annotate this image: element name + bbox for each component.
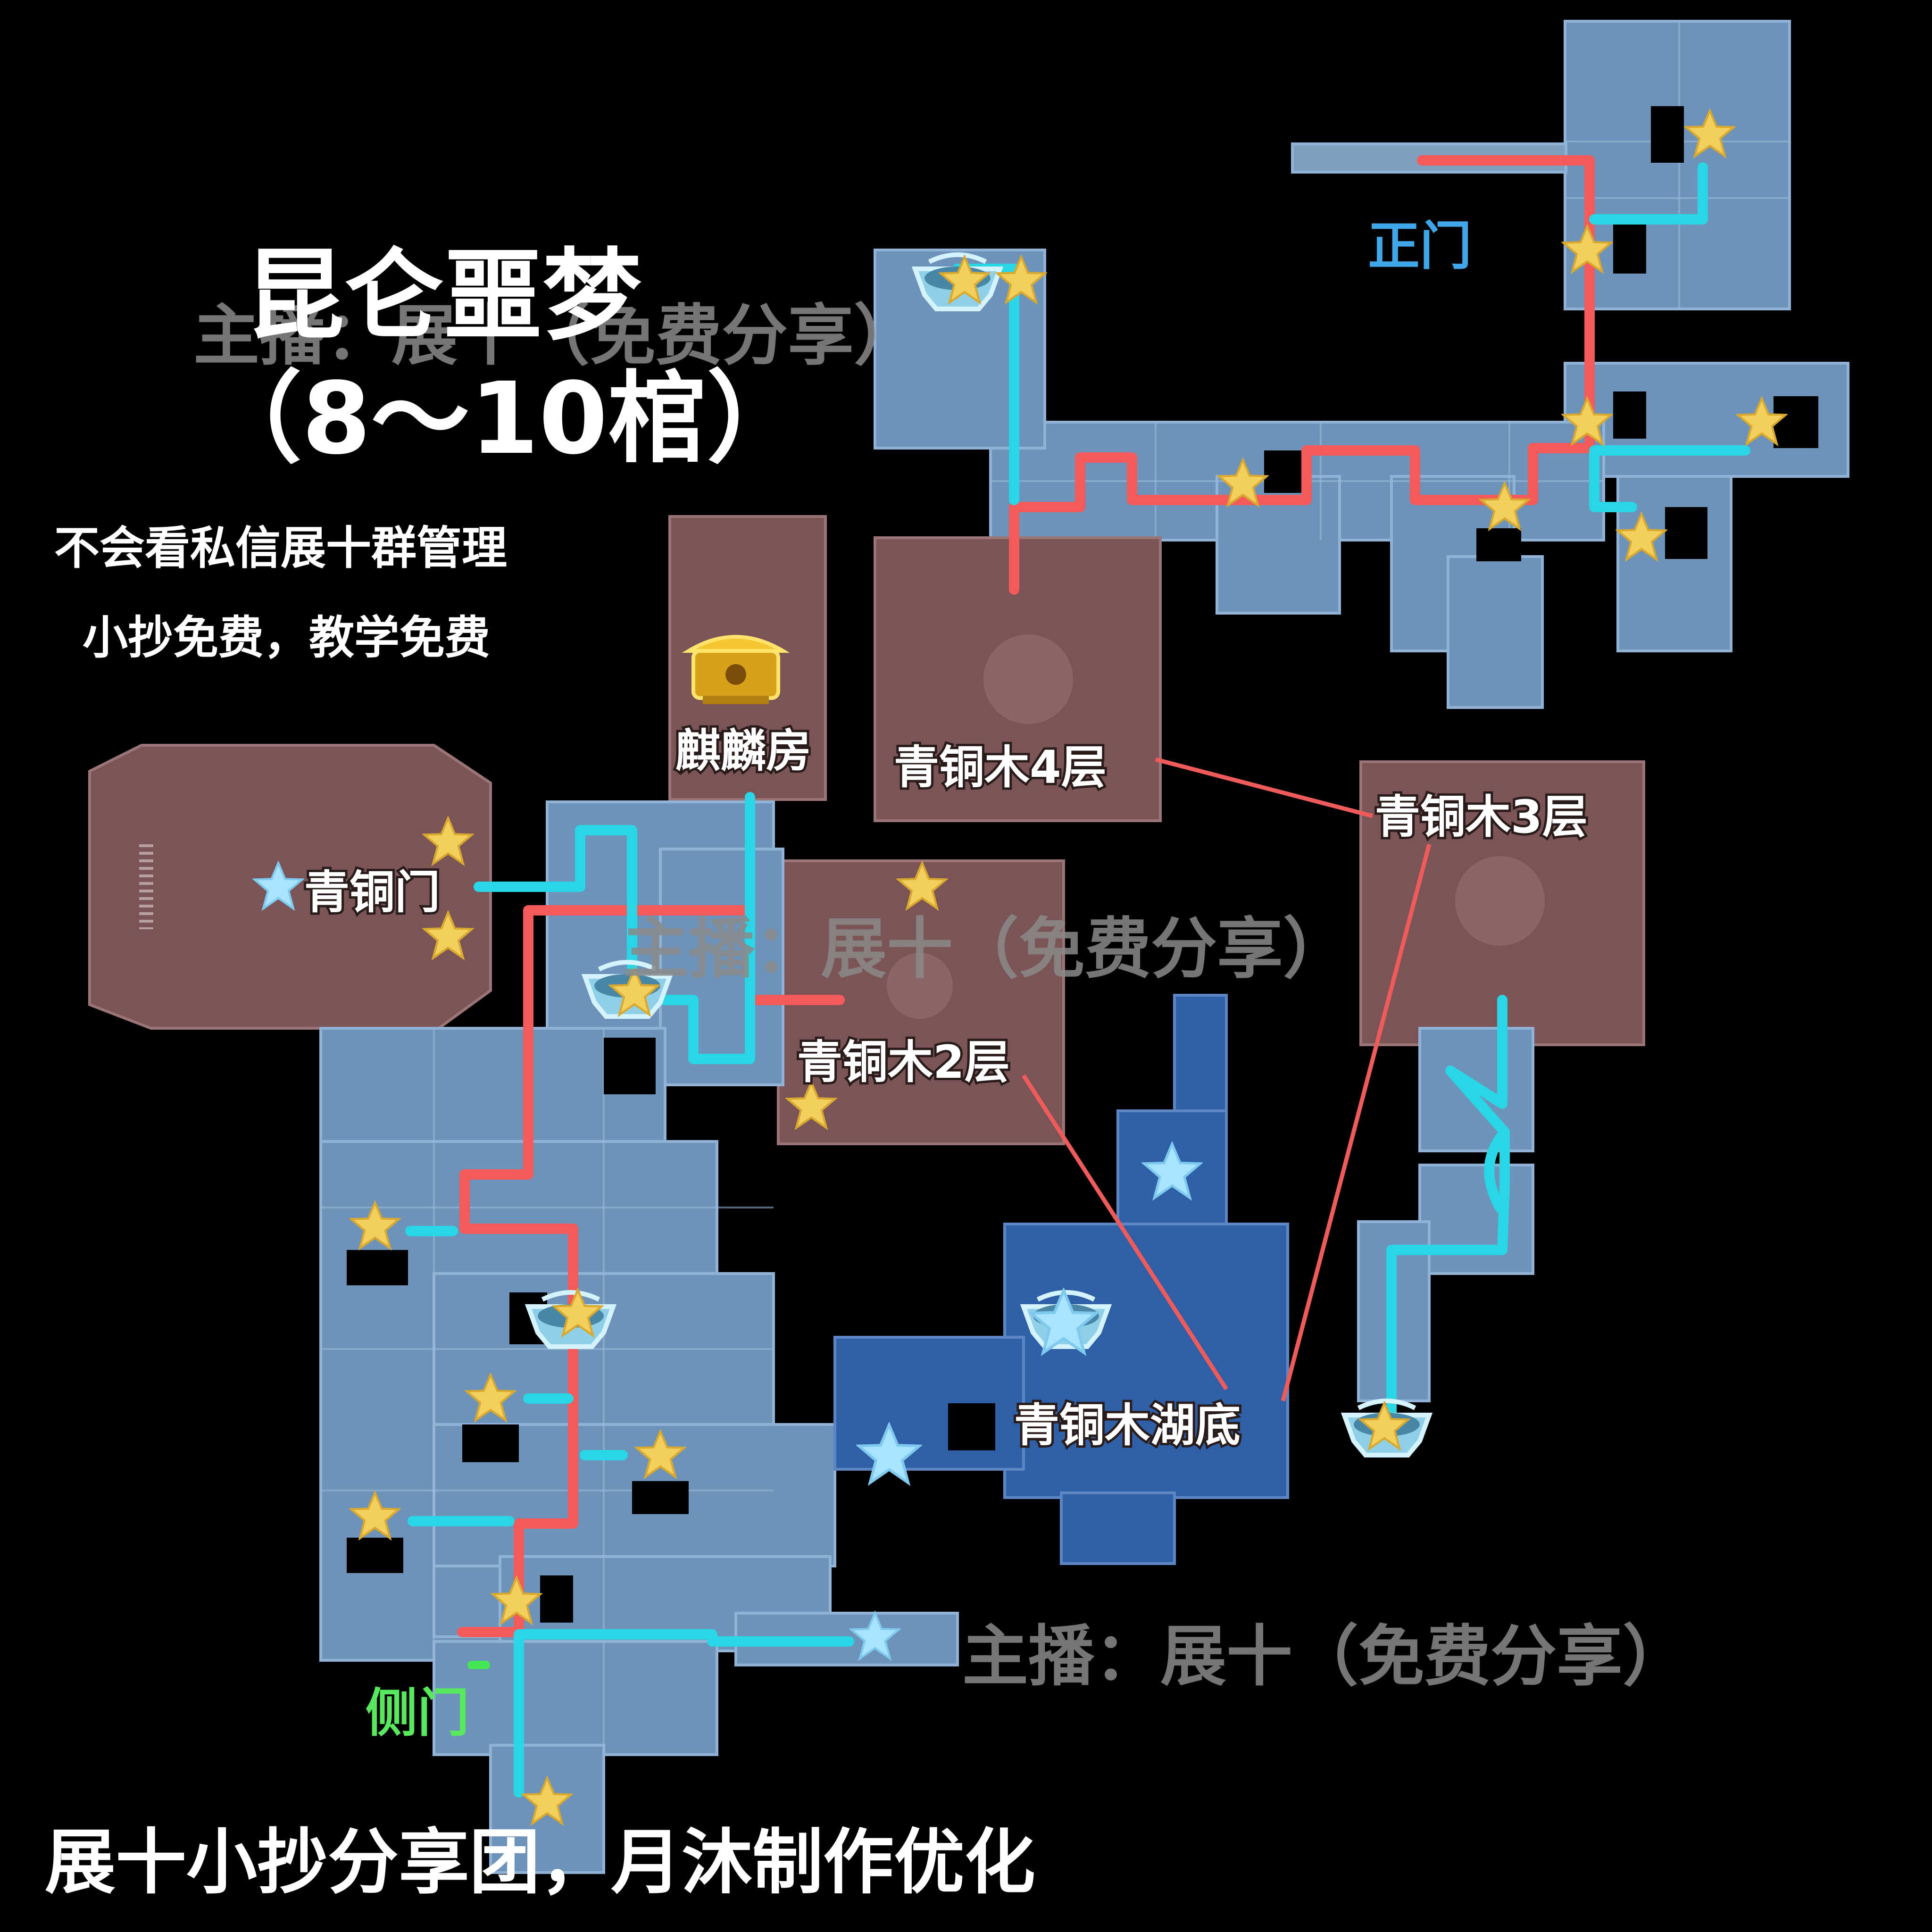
note-line-1: 不会看私信展十群管理: [54, 522, 507, 575]
watermark-text: 主播：展十（免费分享）: [623, 911, 1349, 988]
label-side-door: 侧门: [366, 1683, 469, 1743]
watermark-text: 主播：展十（免费分享）: [193, 298, 920, 375]
watermarks: 主播：展十（免费分享） 主播：展十（免费分享） 主播：展十（免费分享）: [193, 298, 1689, 1695]
watermark-text: 主播：展十（免费分享）: [962, 1618, 1689, 1695]
label-connectors: [1022, 757, 1432, 1402]
label-tree-4f: 青铜木4层: [894, 741, 1107, 794]
title-block: 昆仑噩梦 （8～10棺） 不会看私信展十群管理 小抄免费，教学免费: [54, 238, 806, 664]
map-subtitle: （8～10棺）: [203, 361, 806, 476]
label-bronze-gate: 青铜门: [304, 866, 440, 919]
room-labels: 麒麟房 青铜门 青铜木4层 青铜木3层 青铜木2层 青铜木湖底: [302, 722, 1590, 1454]
treasure-chest-icon: [682, 635, 790, 704]
footer-credit: 展十小抄分享团，月沐制作优化: [45, 1822, 1035, 1904]
label-tree-lake: 青铜木湖底: [1014, 1399, 1241, 1452]
label-tree-3f: 青铜木3层: [1375, 791, 1588, 843]
label-qilin-room: 麒麟房: [675, 724, 811, 777]
label-main-door: 正门: [1368, 216, 1472, 276]
map-title: 昆仑噩梦: [245, 238, 641, 354]
rooms-northeast: [874, 20, 1849, 709]
label-tree-2f: 青铜木2层: [797, 1036, 1010, 1089]
route-red-primary: [457, 155, 1595, 1637]
note-line-2: 小抄免费，教学免费: [83, 611, 490, 664]
